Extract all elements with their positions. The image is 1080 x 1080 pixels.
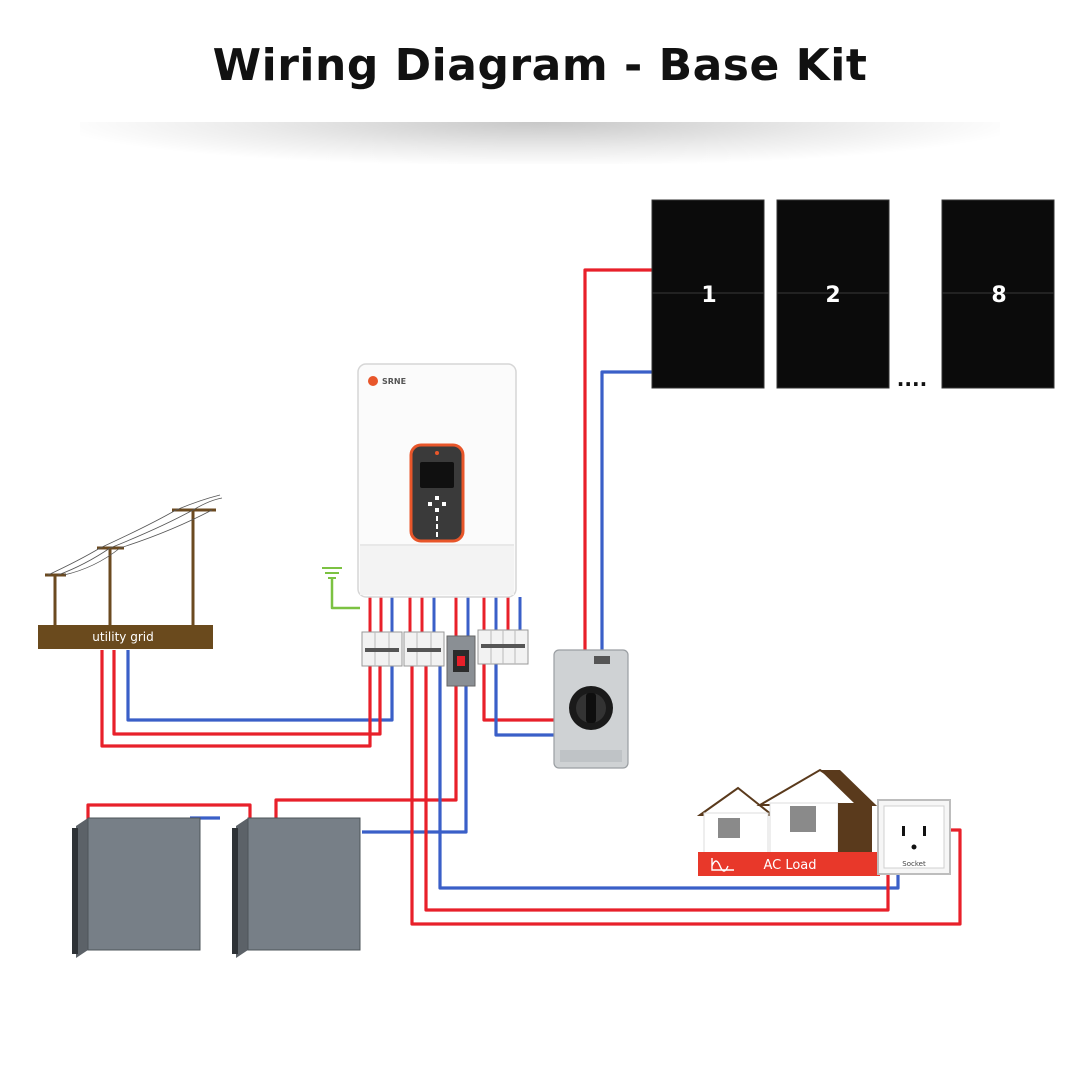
breaker-pv xyxy=(477,629,529,665)
grid-line-wire-1 xyxy=(112,650,382,736)
inverter-buttons xyxy=(428,496,446,537)
house-icon xyxy=(696,768,878,856)
grid-line-wire-2 xyxy=(100,650,372,748)
ground-icon xyxy=(322,567,342,579)
wall-socket: Socket xyxy=(877,799,951,875)
load-positive-wire xyxy=(424,662,890,912)
ac-load: AC Load xyxy=(696,768,880,876)
battery-1 xyxy=(72,817,201,958)
solar-panel-1: 1 xyxy=(651,199,765,389)
battery2-negative-wire xyxy=(362,680,468,834)
solar-panel-8: 8 xyxy=(941,199,1055,389)
ac-load-label: AC Load xyxy=(763,858,816,873)
battery1-positive-wire xyxy=(86,803,252,822)
title-shadow-divider xyxy=(80,122,1000,164)
dc-isolator-switch xyxy=(553,649,629,769)
grid-neutral-wire xyxy=(126,650,394,722)
isolator-negative-wire xyxy=(494,655,556,737)
solar-panel-2: 2 xyxy=(776,199,890,389)
inverter-brand: SRNE xyxy=(382,377,406,386)
utility-grid-label: utility grid xyxy=(92,630,153,644)
socket-label: Socket xyxy=(902,860,926,868)
ac-load-bar xyxy=(698,852,880,876)
pv-negative-wire xyxy=(600,370,652,652)
power-pole-icon xyxy=(45,508,216,626)
utility-grid: utility grid xyxy=(38,494,223,649)
panel-1-label: 1 xyxy=(701,283,716,308)
panel-ellipsis: .... xyxy=(897,367,927,391)
isolator-positive-wire xyxy=(482,655,556,722)
battery-breaker xyxy=(446,635,476,687)
inverter-logo-icon xyxy=(368,376,378,386)
load-positive-wire-2 xyxy=(410,662,962,926)
wires xyxy=(86,268,962,926)
inverter: SRNE xyxy=(357,363,517,598)
breaker-load xyxy=(403,631,445,667)
ground-wire xyxy=(330,578,360,610)
utility-grid-base xyxy=(38,625,213,649)
page-title: Wiring Diagram - Base Kit xyxy=(212,40,868,91)
inverter-output-wires xyxy=(368,597,522,636)
breaker-grid xyxy=(361,631,403,667)
ac-wave-icon xyxy=(711,858,734,872)
panel-8-label: 8 xyxy=(991,283,1006,308)
panel-2-label: 2 xyxy=(825,283,840,308)
inverter-display xyxy=(420,462,454,488)
battery-2 xyxy=(232,817,361,958)
breaker-panel xyxy=(361,629,529,687)
battery2-positive-wire xyxy=(274,680,458,822)
